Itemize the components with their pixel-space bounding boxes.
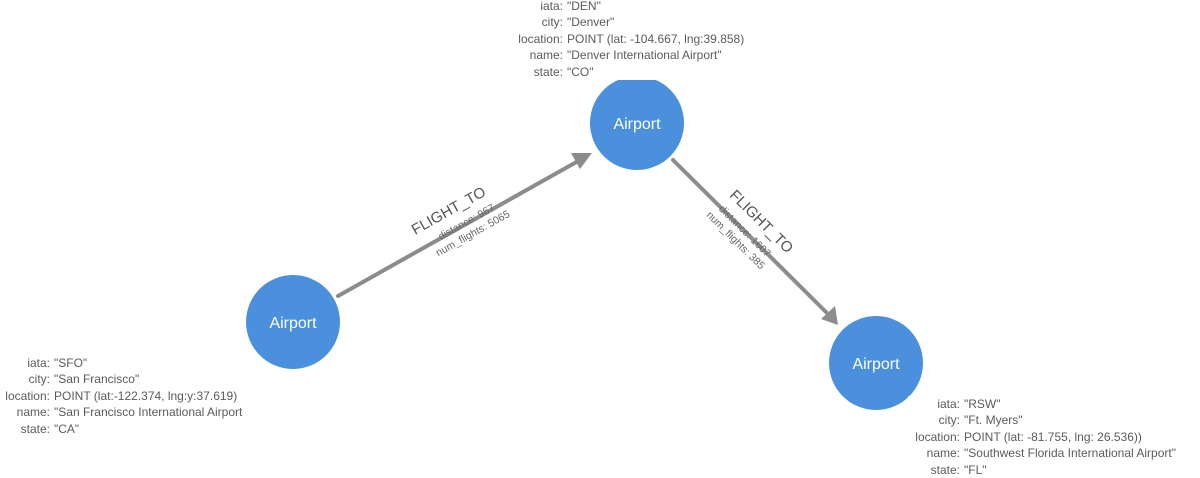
edge-den-rsw[interactable]: FLIGHT_TO distance: 1607 num_flights: 38…: [671, 158, 838, 325]
property-value: "SFO": [54, 356, 88, 370]
property-value: "CO": [567, 64, 594, 79]
property-key: name:: [16, 405, 50, 420]
node-circle: [590, 76, 684, 170]
arrow-head-icon: [571, 153, 592, 169]
property-key: location:: [915, 429, 960, 444]
property-value: "Ft. Myers": [964, 413, 1023, 428]
property-row: iata: "DEN": [505, 0, 744, 14]
property-key: location:: [5, 388, 50, 403]
property-key: city:: [28, 372, 50, 387]
property-key: location:: [518, 31, 563, 46]
property-row: city: "San Francisco": [0, 371, 242, 387]
property-value: "San Francisco": [54, 372, 140, 387]
property-key: iata:: [27, 356, 50, 370]
property-row: name: "Denver International Airport": [505, 47, 744, 63]
node-label: Airport: [613, 116, 661, 133]
property-row: name: "San Francisco International Airpor…: [0, 404, 243, 420]
property-key: iata:: [937, 397, 960, 411]
property-row: location: POINT (lat: -104.667, lng:39.85…: [505, 31, 744, 47]
edge-line-sfo-den: [336, 158, 582, 298]
property-value: POINT (lat: -104.667, lng:39.858): [567, 31, 745, 46]
property-key: state:: [533, 64, 563, 79]
edge-sfo-den[interactable]: FLIGHT_TO distance: 967 num_flights: 506…: [336, 153, 592, 298]
node-circle: [829, 316, 923, 410]
property-row: location: POINT (lat: -81.755, lng: 26.53…: [908, 429, 1176, 445]
property-row: name: "Southwest Florida International Ai…: [908, 445, 1176, 461]
property-key: city:: [541, 15, 563, 30]
properties-sfo: iata: "SFO" city: "San Francisco" location…: [0, 355, 249, 438]
property-value: POINT (lat:-122.374, lng:y:37.619): [54, 388, 238, 403]
property-key: city:: [938, 413, 960, 428]
property-key: name:: [529, 48, 563, 63]
property-row: city: "Ft. Myers": [908, 412, 1176, 428]
property-row: city: "Denver": [505, 14, 744, 30]
node-label: Airport: [852, 356, 900, 373]
arrow-head-icon: [821, 306, 838, 325]
property-value: "Denver": [567, 15, 615, 30]
node-rsw[interactable]: Airport: [829, 316, 923, 410]
properties-rsw: iata: "RSW" city: "Ft. Myers" location: POI…: [908, 396, 1178, 478]
property-value: POINT (lat: -81.755, lng: 26.536)): [964, 429, 1142, 444]
property-row: location: POINT (lat:-122.374, lng:y:37.6…: [0, 388, 242, 404]
node-sfo[interactable]: Airport: [246, 275, 340, 369]
property-value: "Southwest Florida International Airport…: [964, 446, 1176, 461]
property-value: "DEN": [567, 0, 601, 13]
property-row: iata: "SFO": [0, 355, 242, 371]
property-row: state: "CA": [0, 421, 242, 437]
properties-den: iata: "DEN" city: "Denver" location: POINT …: [505, 0, 753, 81]
property-key: name:: [926, 446, 960, 461]
property-value: "CA": [54, 421, 80, 436]
property-value: "RSW": [964, 397, 1001, 411]
property-row: state: "CO": [505, 64, 744, 80]
edge-line-den-rsw: [671, 158, 832, 318]
node-circle: [246, 275, 340, 369]
property-row: state: "FL": [908, 462, 1176, 478]
property-value: "San Francisco International Airport: [54, 405, 243, 420]
property-key: state:: [930, 462, 960, 477]
property-value: "Denver International Airport": [567, 48, 722, 63]
node-den[interactable]: Airport: [590, 76, 684, 170]
property-key: state:: [20, 421, 50, 436]
property-key: iata:: [540, 0, 563, 13]
property-value: "FL": [964, 462, 987, 477]
property-row: iata: "RSW": [908, 396, 1176, 412]
node-label: Airport: [269, 315, 317, 332]
